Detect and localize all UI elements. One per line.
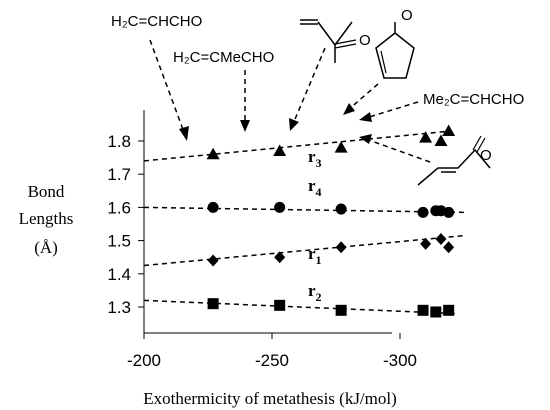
annotations: H₂C=CHCHO H₂C=CMeCHO O O Me₂C=CHCHO [111, 7, 524, 186]
triangle-marker-r3 [273, 144, 287, 156]
series-r4 [143, 201, 467, 218]
triangle-marker-r3 [206, 147, 220, 160]
mvk-arrowhead [289, 118, 299, 131]
series-layer [143, 124, 467, 318]
x-axis: -200 -250 -300 Exothermicity of metathesis… [127, 332, 417, 408]
pentenone-arrowhead [359, 134, 372, 144]
square-marker-r2 [274, 299, 286, 311]
annotation-cyclopentenone: O [343, 7, 415, 115]
y-axis-label-line-1: Bond [28, 182, 65, 201]
cyclopentenone-ring [375, 32, 415, 79]
cyclopentenone-double-bond [380, 50, 387, 74]
y-axis: 1.3 1.4 1.5 1.6 1.7 1.8 Bond Lengths (Å) [19, 110, 145, 333]
mvk-arrow [292, 47, 326, 125]
annotation-methacrolein: H₂C=CMeCHO [173, 49, 274, 132]
acrolein-arrow [149, 39, 186, 136]
methacrolein-arrowhead [240, 120, 250, 132]
y-tick-label: 1.6 [107, 198, 131, 217]
pentenone-arrow [365, 138, 431, 163]
square-marker-r2 [417, 304, 429, 316]
trendline-r2 [143, 299, 457, 315]
cyclopentenone-arrow [347, 83, 379, 111]
pentenone-structure [417, 148, 491, 186]
y-tick-label: 1.3 [107, 298, 131, 317]
dimethylacrolein-arrowhead [359, 112, 372, 122]
annotation-acrolein: H₂C=CHCHO [111, 13, 202, 141]
series-r2 [143, 298, 457, 318]
circle-marker-r4 [443, 206, 455, 218]
diamond-marker-r1 [443, 241, 455, 254]
cyclopentenone-oxygen: O [401, 7, 413, 24]
y-tick-label: 1.5 [107, 232, 131, 251]
acrolein-formula: H₂C=CHCHO [111, 13, 202, 30]
square-marker-r2 [443, 304, 455, 316]
annotation-mvk: O [289, 19, 371, 131]
triangle-marker-r3 [334, 141, 348, 153]
acrolein-arrowhead [179, 126, 189, 141]
series-label-r3: r3 [308, 147, 322, 170]
diamond-marker-r1 [335, 241, 347, 254]
series-r3 [143, 124, 456, 162]
annotation-dimethylacrolein: Me₂C=CHCHO [359, 91, 524, 122]
dimethylacrolein-arrow [365, 101, 419, 119]
series-label-r2: r2 [308, 281, 322, 304]
series-r1 [143, 232, 465, 267]
series-label-r1: r1 [308, 244, 322, 267]
y-tick-label: 1.4 [107, 265, 131, 284]
pentenone-carbonyl [472, 135, 486, 153]
dimethylacrolein-formula: Me₂C=CHCHO [423, 91, 524, 108]
cyclopentenone-arrowhead [343, 103, 355, 115]
triangle-marker-r3 [434, 134, 448, 146]
mvk-structure [300, 19, 353, 63]
series-labels: r3 r4 r1 r2 [308, 147, 322, 304]
square-marker-r2 [335, 304, 347, 316]
diamond-marker-r1 [435, 232, 447, 245]
x-axis-label: Exothermicity of metathesis (kJ/mol) [143, 389, 397, 408]
y-tick-label: 1.7 [107, 165, 131, 184]
circle-marker-r4 [207, 201, 219, 213]
diamond-marker-r1 [274, 251, 286, 264]
x-ticks: -200 -250 -300 [127, 333, 417, 370]
circle-marker-r4 [335, 203, 347, 215]
triangle-marker-r3 [419, 131, 433, 143]
methacrolein-formula: H₂C=CMeCHO [173, 49, 274, 66]
y-ticks: 1.3 1.4 1.5 1.6 1.7 1.8 [107, 132, 144, 317]
square-marker-r2 [207, 298, 219, 310]
x-tick-label: -300 [383, 351, 417, 370]
y-axis-label-line-2: Lengths [19, 209, 74, 228]
trendline-r3 [143, 130, 452, 162]
mvk-oxygen: O [359, 32, 371, 49]
x-tick-label: -250 [255, 351, 289, 370]
pentenone-oxygen: O [480, 147, 492, 164]
triangle-marker-r3 [442, 124, 456, 137]
x-tick-label: -200 [127, 351, 161, 370]
circle-marker-r4 [274, 201, 286, 213]
y-axis-label-line-3: (Å) [34, 238, 58, 257]
mvk-carbonyl [334, 39, 357, 49]
series-label-r4: r4 [308, 176, 322, 199]
diamond-marker-r1 [420, 237, 432, 250]
trendline-r1 [143, 234, 465, 267]
y-tick-label: 1.8 [107, 132, 131, 151]
diamond-marker-r1 [207, 254, 219, 267]
square-marker-r2 [430, 306, 442, 318]
circle-marker-r4 [417, 206, 429, 218]
annotation-pentenone: O [359, 134, 492, 186]
